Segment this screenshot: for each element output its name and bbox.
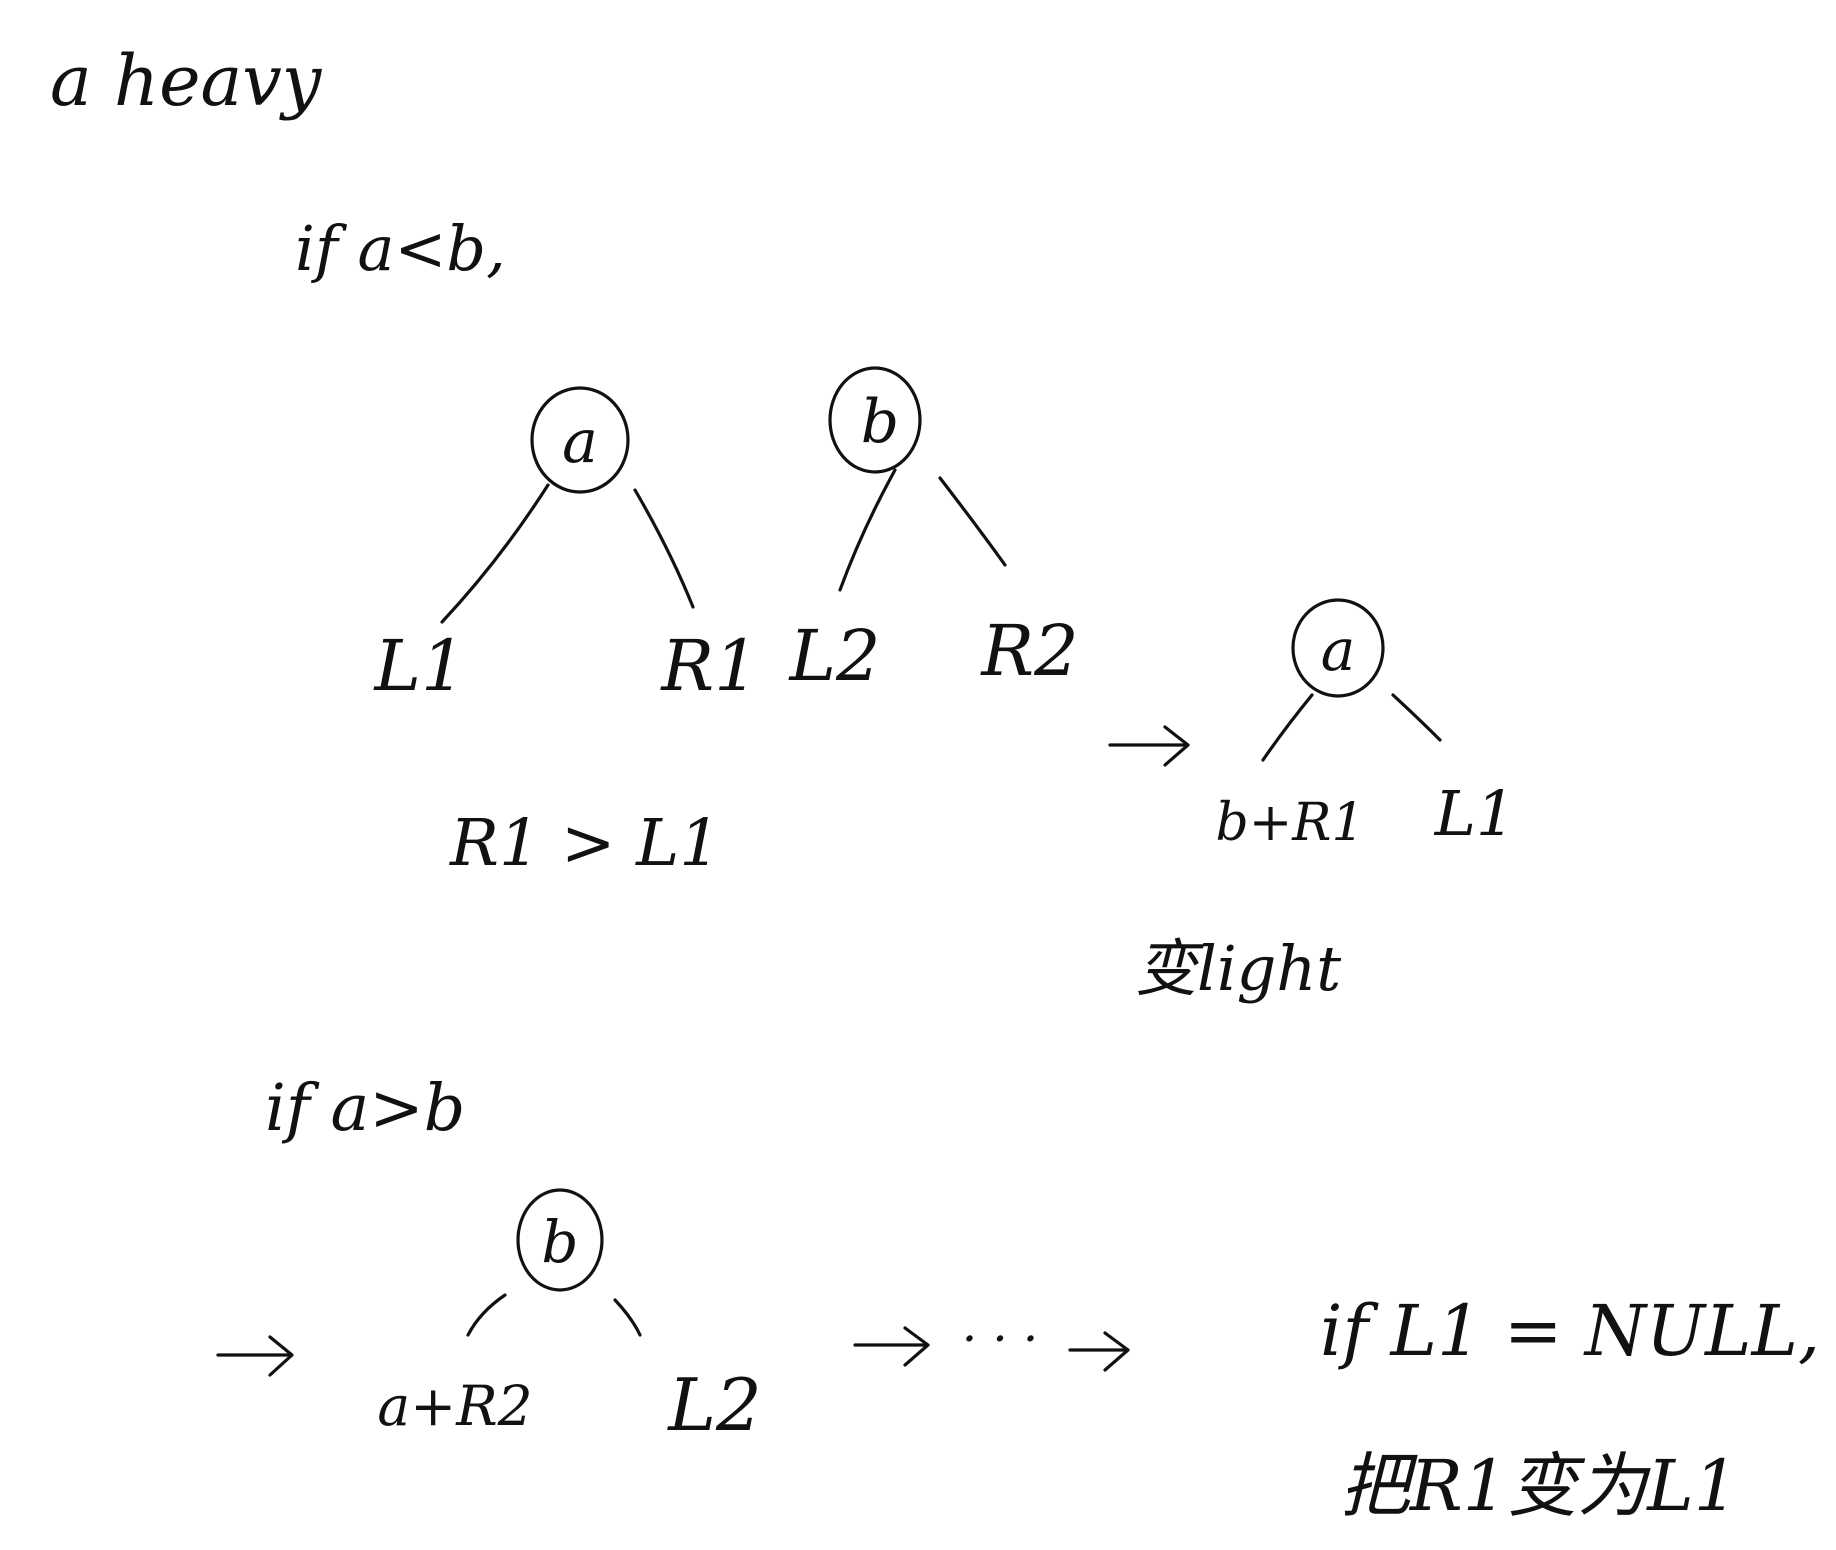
result1-right-label: L1 <box>1434 777 1516 850</box>
tree-b-left-edge <box>838 468 897 592</box>
arrow-right-icon <box>216 1335 294 1377</box>
tree-a-left-edge <box>440 483 550 624</box>
result2-left-label: a+R2 <box>377 1374 532 1438</box>
null-rule-line2: 把R1变为L1 <box>1340 1445 1738 1527</box>
result1-left-label: b+R1 <box>1215 793 1364 853</box>
tree-a-right-label: R1 <box>659 625 758 707</box>
case1-condition: if a<b, <box>295 212 506 285</box>
arrow-head <box>903 1326 930 1367</box>
null-rule-line1: if L1 = NULL, <box>1320 1290 1820 1372</box>
ellipsis-text: · · · <box>962 1311 1038 1367</box>
tree-b-right-label: R2 <box>979 610 1078 692</box>
result1-root-label: a <box>1321 616 1356 684</box>
tree-b: b L2 R2 <box>787 366 1079 697</box>
arrow-head <box>1103 1331 1130 1372</box>
tree-a: a L1 R1 <box>372 386 759 707</box>
notes-title: a heavy <box>50 40 323 122</box>
tree-a-root-label: a <box>562 407 598 477</box>
case1-constraint: R1 > L1 <box>449 806 721 881</box>
result1-left-edge <box>1261 693 1314 762</box>
result2-root-circle <box>516 1188 604 1292</box>
tree-b-root-circle <box>828 366 922 474</box>
result1-right-edge <box>1391 693 1442 742</box>
result1-root-circle <box>1291 598 1385 698</box>
result-tree-1: a b+R1 L1 <box>1215 598 1516 853</box>
tree-a-root-circle <box>530 386 630 494</box>
result2-right-label: L2 <box>666 1363 762 1447</box>
result2-right-edge <box>613 1298 642 1337</box>
arrow-head <box>268 1335 294 1377</box>
arrow-head <box>1163 725 1190 767</box>
tree-b-left-label: L2 <box>787 615 880 697</box>
arrow-ellipsis-icon: · · · <box>853 1311 1130 1372</box>
arrow-right-icon <box>1108 725 1190 767</box>
tree-a-right-edge <box>633 488 695 609</box>
tree-b-right-edge <box>938 476 1007 567</box>
case2-condition: if a>b <box>265 1071 465 1146</box>
case1-result-note: 变light <box>1135 932 1341 1005</box>
result-tree-2: b a+R2 L2 <box>377 1188 762 1447</box>
result2-root-label: b <box>541 1208 578 1276</box>
tree-b-root-label: b <box>861 387 899 457</box>
result2-left-edge <box>466 1293 507 1337</box>
tree-a-left-label: L1 <box>372 625 465 707</box>
